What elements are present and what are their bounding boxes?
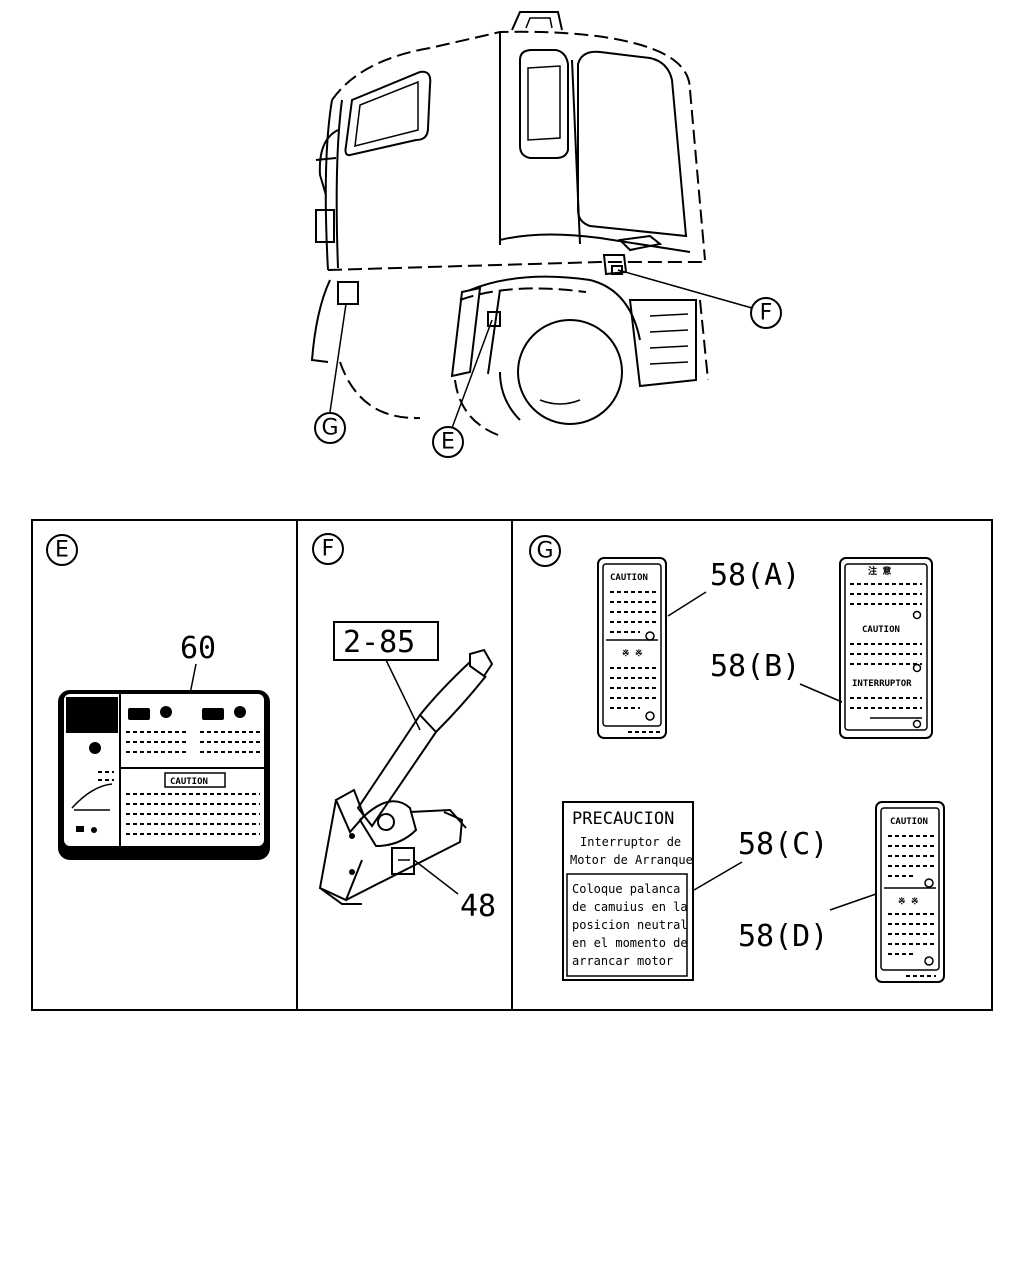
- decal-60: CAUTION: [58, 690, 270, 860]
- part-58a-label: 58(A): [710, 558, 800, 593]
- part-58d-label: 58(D): [738, 919, 828, 954]
- decal-58b-caution-text: CAUTION: [862, 625, 900, 635]
- detail-frame: [31, 519, 993, 1011]
- decal-58b: 注 意 CAUTION INTERRUPTOR: [839, 557, 933, 739]
- panel-f-title: F: [322, 537, 335, 562]
- callout-f: F: [750, 297, 782, 329]
- part-60-label: 60: [180, 631, 216, 666]
- decal-58c-body-line: de camuius en la: [572, 900, 688, 914]
- decal-58a: CAUTION ※ ※: [597, 557, 667, 739]
- panel-e-title: E: [55, 538, 69, 563]
- ref-box-text: 2-85: [343, 625, 415, 660]
- panel-g-title: G: [536, 539, 553, 564]
- decal-58a-mid-text: ※ ※: [622, 649, 643, 659]
- callout-g-label: G: [321, 416, 338, 441]
- decal-58c-body-line: en el momento de: [572, 936, 688, 950]
- panel-e: E 60 CAUTION: [46, 534, 270, 860]
- part-58c-label: 58(C): [738, 827, 828, 862]
- callout-e: E: [432, 426, 464, 458]
- decal-58c-heading: PRECAUCION: [572, 809, 674, 829]
- truck-cab-drawing: [310, 11, 753, 436]
- decal-58b-interruptor-text: INTERRUPTOR: [852, 679, 912, 689]
- callout-e-label: E: [441, 430, 455, 455]
- decal-58c: PRECAUCION Interruptor de Motor de Arran…: [562, 801, 694, 981]
- decal-58c-sub2: Motor de Arranque: [570, 853, 693, 867]
- decal-58c-body-line: arrancar motor: [572, 954, 673, 968]
- decal-58b-top-text: 注 意: [868, 565, 891, 577]
- decal-58d-mid-text: ※ ※: [898, 897, 919, 907]
- callout-g: G: [314, 412, 346, 444]
- decal-58d: CAUTION ※ ※: [875, 801, 945, 983]
- part-58b-label: 58(B): [710, 649, 800, 684]
- callout-f-label: F: [760, 301, 773, 326]
- decal-58c-sub1: Interruptor de: [580, 835, 681, 849]
- panel-f: F 2-85 48: [312, 533, 496, 924]
- panel-g: G CAUTION ※ ※ 58(A) 注 意 CAUTION INTE: [529, 535, 945, 983]
- decal-58c-body-line: Coloque palanca: [572, 882, 680, 896]
- parking-brake-lever-drawing: [318, 648, 494, 905]
- part-48-label: 48: [460, 889, 496, 924]
- decal-58c-body-line: posicion neutral: [572, 918, 688, 932]
- decal-58a-caution-text: CAUTION: [610, 573, 648, 583]
- decal-60-caution-text: CAUTION: [170, 777, 208, 787]
- decal-58d-caution-text: CAUTION: [890, 817, 928, 827]
